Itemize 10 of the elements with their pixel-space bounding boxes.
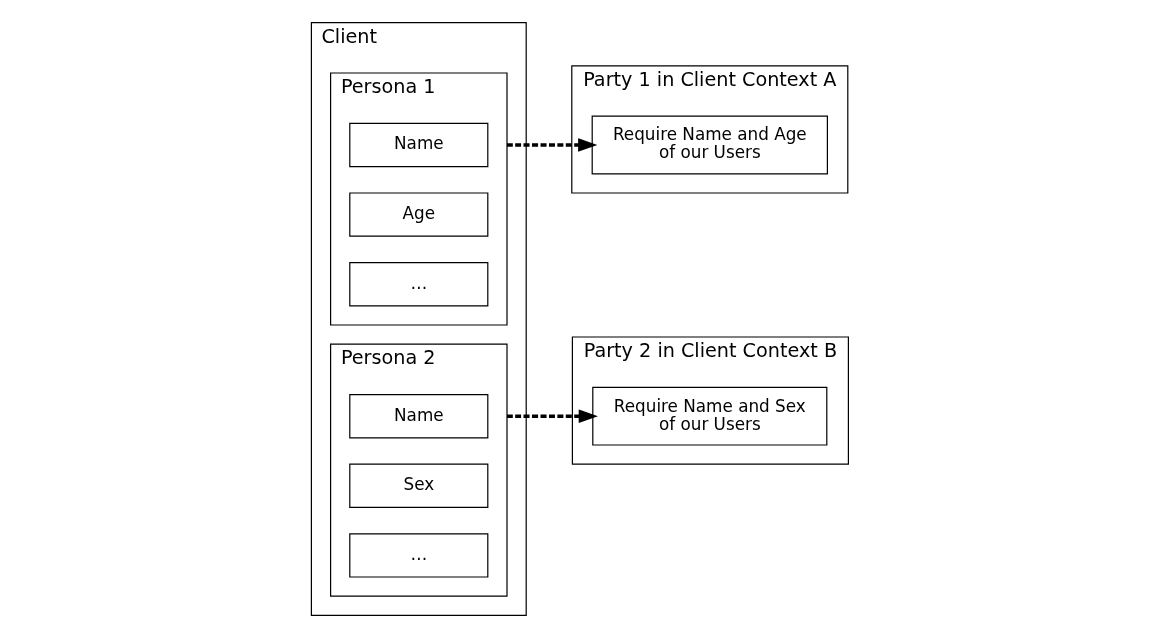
node-box: … <box>348 533 488 578</box>
node-box: Sex <box>348 463 488 508</box>
arrow <box>506 409 598 423</box>
node-box: Require Name and Sex of our Users <box>591 386 827 446</box>
node-box: Require Name and Age of our Users <box>591 115 828 175</box>
node-box: Name <box>348 122 488 168</box>
arrow <box>506 138 597 152</box>
node-box: … <box>348 262 488 307</box>
node-box: Name <box>348 394 488 439</box>
node-box: Age <box>348 192 488 237</box>
